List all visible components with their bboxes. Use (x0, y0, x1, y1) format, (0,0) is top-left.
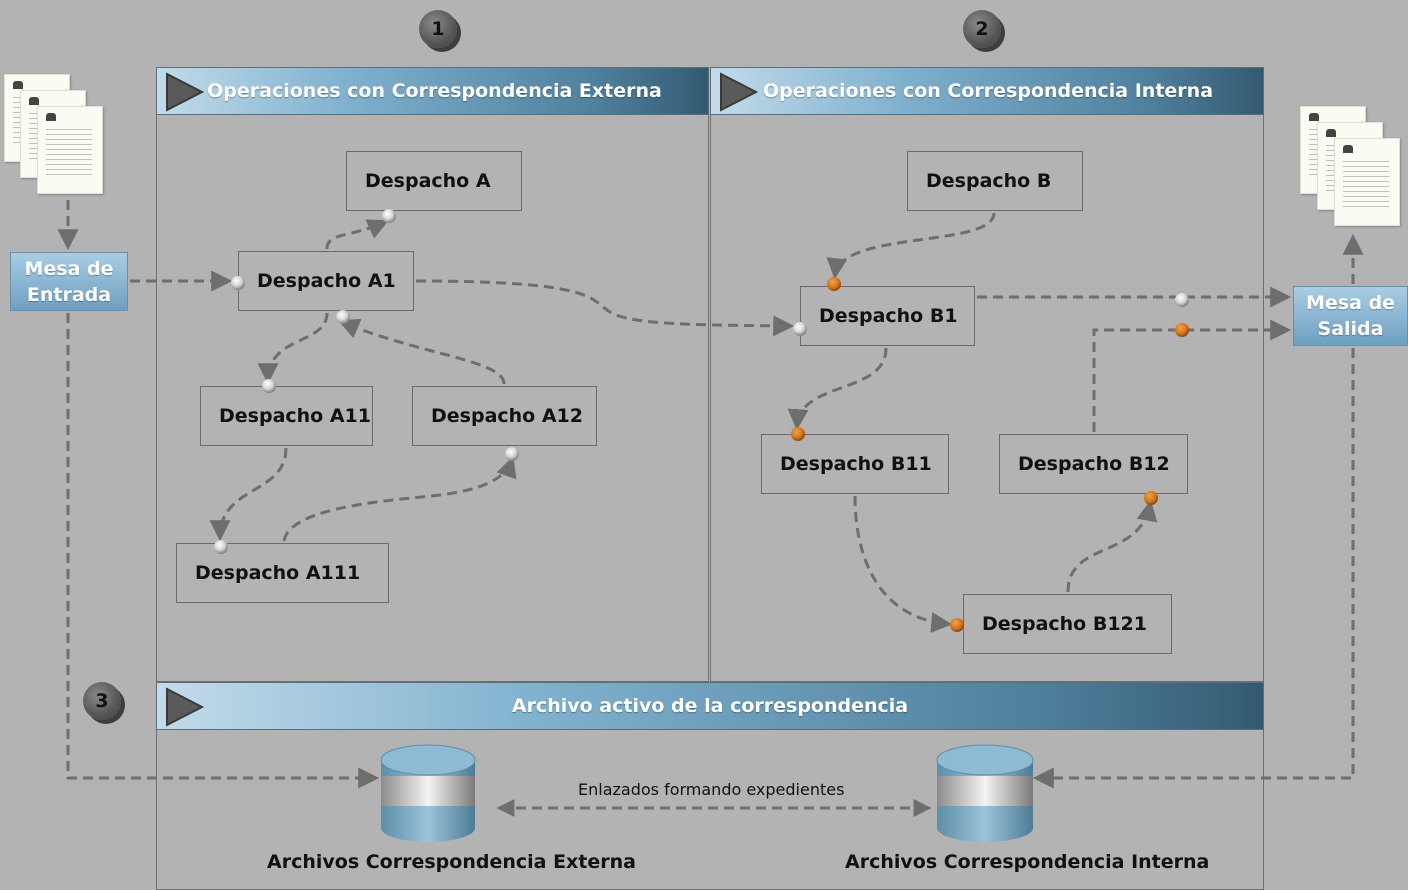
database-icon (380, 744, 476, 842)
play-triangle-icon (166, 72, 205, 112)
office-label: Despacho A11 (219, 405, 371, 427)
archive-link-label: Enlazados formando expedientes (578, 780, 845, 799)
entry-desk-line1: Mesa de (24, 257, 114, 280)
office-label: Despacho A (365, 170, 491, 192)
archive-header: Archivo activo de la correspondencia (156, 682, 1264, 730)
office-label: Despacho B (926, 170, 1052, 192)
office-despacho-b121[interactable]: Despacho B121 (963, 594, 1172, 654)
internal-operations-title: Operaciones con Correspondencia Interna (762, 80, 1214, 102)
office-label: Despacho B12 (1018, 453, 1170, 475)
step-2-label: 2 (975, 18, 989, 40)
archive-title: Archivo activo de la correspondencia (511, 695, 909, 717)
exit-desk-line1: Mesa de (1305, 292, 1396, 314)
office-despacho-a[interactable]: Despacho A (346, 151, 522, 211)
connection-markers (214, 209, 1189, 632)
step-1-label: 1 (431, 18, 445, 40)
external-archive-label: Archivos Correspondencia Externa (267, 851, 636, 873)
office-label: Despacho A111 (195, 562, 361, 584)
exit-desk[interactable]: Mesa de Salida (1293, 286, 1408, 346)
exit-desk-line2: Salida (1317, 318, 1384, 340)
play-triangle-icon (166, 687, 205, 727)
office-despacho-b12[interactable]: Despacho B12 (999, 434, 1188, 494)
play-triangle-icon (720, 72, 759, 112)
office-despacho-a111[interactable]: Despacho A111 (176, 543, 389, 603)
office-label: Despacho B11 (780, 453, 932, 475)
office-label: Despacho A1 (257, 270, 396, 292)
step-3-badge: 3 (83, 682, 121, 720)
entry-desk-line2: Entrada (26, 283, 112, 306)
external-operations-header: Operaciones con Correspondencia Externa (156, 67, 709, 115)
office-label: Despacho A12 (431, 405, 583, 427)
step-2-badge: 2 (963, 10, 1001, 48)
office-despacho-b1[interactable]: Despacho B1 (800, 286, 975, 346)
office-despacho-a11[interactable]: Despacho A11 (200, 386, 373, 446)
internal-archive-label: Archivos Correspondencia Interna (845, 851, 1210, 873)
step-1-badge: 1 (419, 10, 457, 48)
office-despacho-a1[interactable]: Despacho A1 (238, 251, 414, 311)
office-label: Despacho B121 (982, 613, 1147, 635)
database-icon (936, 744, 1034, 842)
entry-desk[interactable]: Mesa de Entrada (10, 252, 128, 311)
office-despacho-b11[interactable]: Despacho B11 (761, 434, 949, 494)
office-despacho-b[interactable]: Despacho B (907, 151, 1083, 211)
internal-operations-header: Operaciones con Correspondencia Interna (710, 67, 1264, 115)
external-operations-title: Operaciones con Correspondencia Externa (207, 80, 662, 102)
office-despacho-a12[interactable]: Despacho A12 (412, 386, 597, 446)
step-3-label: 3 (95, 690, 109, 712)
office-label: Despacho B1 (819, 305, 958, 327)
